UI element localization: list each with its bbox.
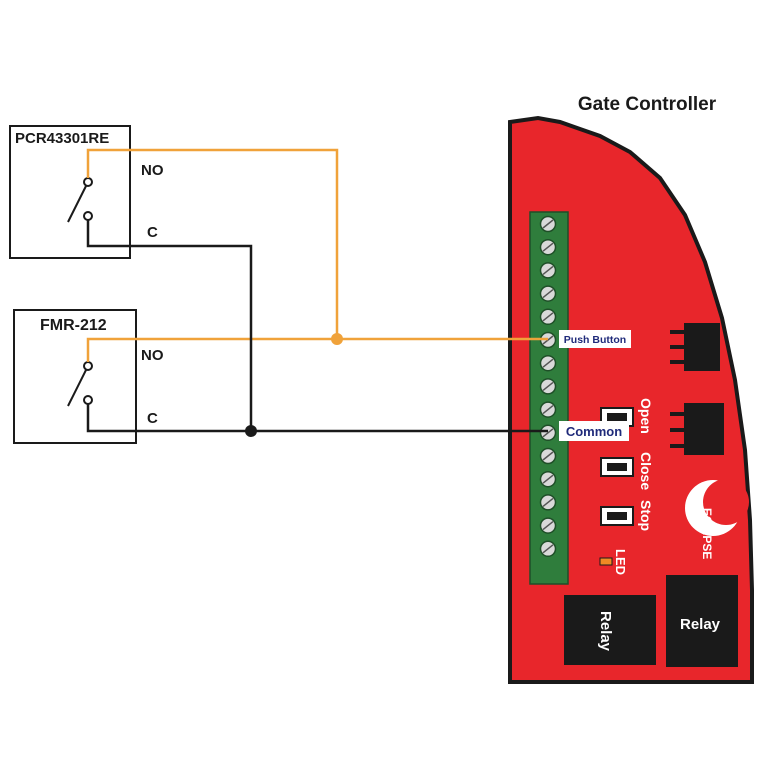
wire-orange-push-button <box>86 148 548 362</box>
terminal-screw-slot <box>542 497 554 507</box>
device-fmr-212-model: FMR-212 <box>40 317 107 334</box>
close-button[interactable] <box>600 457 634 477</box>
wire-black-common <box>86 220 548 433</box>
relay-right-label: Relay <box>680 616 721 633</box>
open-button-label: Open <box>638 398 654 434</box>
terminal-screw-slot <box>542 265 554 275</box>
switch-contact-icon <box>67 177 93 223</box>
junction-orange <box>331 333 343 345</box>
terminal-screw-slot <box>542 381 554 391</box>
terminal-screw-slot <box>542 521 554 531</box>
terminal-screw-slot <box>542 428 554 438</box>
diagram-title: Gate Controller <box>578 94 717 115</box>
terminal-screw-slot <box>542 451 554 461</box>
eclipse-logo-icon <box>685 479 749 536</box>
relay-right: Relay <box>666 575 738 667</box>
push-button-terminal-label: Push Button <box>564 334 626 346</box>
relay-left-label: Relay <box>597 611 614 652</box>
brand-label: ECLIPSE <box>700 508 714 559</box>
device-pcr43301re-no-label: NO <box>141 162 164 179</box>
push-button-terminal-tag: Push Button <box>559 330 631 348</box>
terminal-screw-slot <box>542 358 554 368</box>
terminal-screw-slot <box>542 474 554 484</box>
terminal-screw-slot <box>542 219 554 229</box>
common-terminal-tag: Common <box>559 421 629 441</box>
terminal-screw-slot <box>542 405 554 415</box>
device-fmr-212-c-label: C <box>147 410 158 427</box>
gate-controller-board: Open Close Stop LED ECLIPSE Relay Relay <box>508 115 754 684</box>
device-pcr43301re-model: PCR43301RE <box>15 130 109 147</box>
common-terminal-label: Common <box>566 424 622 439</box>
terminal-screw-slot <box>542 544 554 554</box>
device-fmr-212: FMR-212 NO C <box>13 309 164 444</box>
led-indicator <box>599 557 613 566</box>
component-upper <box>670 323 720 371</box>
terminal-screw-slot <box>542 312 554 322</box>
stop-button-label: Stop <box>638 500 654 531</box>
stop-button[interactable] <box>600 506 634 526</box>
terminal-block <box>529 211 569 585</box>
relay-left: Relay <box>564 595 656 665</box>
component-lower <box>670 403 724 455</box>
terminal-screw-slot <box>542 242 554 252</box>
close-button-label: Close <box>638 452 654 490</box>
device-pcr43301re-c-label: C <box>147 224 158 241</box>
device-pcr43301re: PCR43301RE NO C <box>9 125 164 259</box>
led-label: LED <box>613 549 628 575</box>
terminal-screw-slot <box>542 289 554 299</box>
device-fmr-212-no-label: NO <box>141 347 164 364</box>
junction-black <box>245 425 257 437</box>
